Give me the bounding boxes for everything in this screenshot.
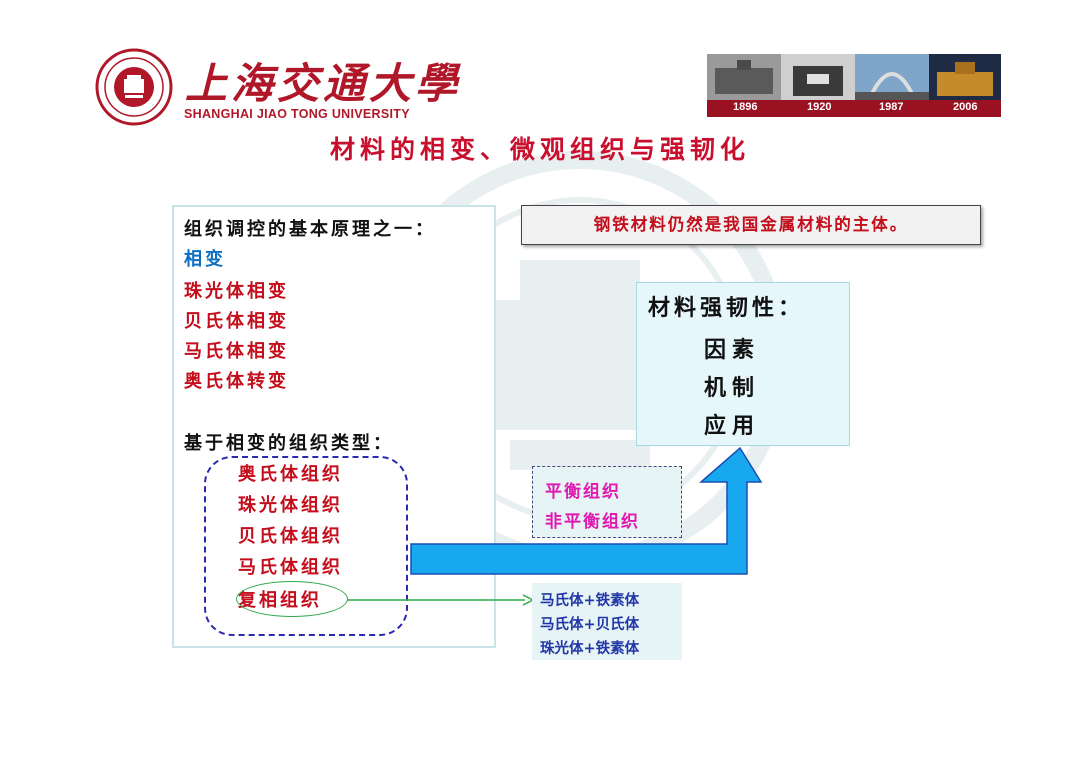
university-name-en: SHANGHAI JIAO TONG UNIVERSITY: [184, 107, 410, 121]
strength-item: 机制: [704, 375, 761, 401]
strength-item: 因素: [704, 337, 761, 363]
transformation-item: 马氏体相变: [184, 341, 289, 362]
duplex-item: 珠光体+铁素体: [540, 640, 640, 657]
year-label: 1896: [733, 101, 758, 113]
strength-title: 材料强韧性：: [648, 295, 805, 321]
arrow-up-right-icon: [410, 446, 763, 575]
arrow-right-icon: [347, 594, 535, 606]
types-heading: 基于相变的组织类型：: [184, 433, 394, 454]
history-photo-strip: 1896 1920 1987 2006: [707, 54, 1001, 117]
strength-item: 应用: [704, 413, 761, 439]
phase-change-label: 相变: [184, 249, 226, 270]
duplex-highlight-ellipse: [236, 581, 348, 617]
equilibrium-item: 平衡组织: [545, 482, 621, 502]
strength-toughness-box: [636, 282, 850, 446]
type-item: 奥氏体组织: [238, 464, 343, 485]
campus-photo-1920: [781, 54, 855, 100]
equilibrium-item: 非平衡组织: [545, 512, 640, 532]
type-item: 马氏体组织: [238, 557, 343, 578]
notice-box: 钢铁材料仍然是我国金属材料的主体。: [521, 205, 981, 245]
transformation-item: 贝氏体相变: [184, 311, 289, 332]
campus-photo-1987: [855, 54, 929, 100]
duplex-item: 马氏体+铁素体: [540, 592, 640, 609]
university-seal-icon: [95, 48, 173, 126]
transformation-item: 奥氏体转变: [184, 371, 289, 392]
type-item: 贝氏体组织: [238, 526, 343, 547]
slide-title: 材料的相变、微观组织与强韧化: [329, 135, 750, 164]
microstructure-types-box: [204, 456, 408, 636]
type-item: 珠光体组织: [238, 495, 343, 516]
year-label: 2006: [953, 101, 978, 113]
campus-photo-1896: [707, 54, 781, 100]
year-label: 1920: [807, 101, 832, 113]
principle-text: 组织调控的基本原理之一：: [184, 219, 436, 240]
transformation-item: 珠光体相变: [184, 281, 289, 302]
equilibrium-box: [532, 466, 682, 538]
duplex-examples-box: [532, 583, 682, 660]
year-bar: 1896 1920 1987 2006: [707, 100, 1001, 117]
university-name-cn: 上海交通大學: [185, 59, 462, 108]
year-label: 1987: [879, 101, 904, 113]
duplex-item: 马氏体+贝氏体: [540, 616, 640, 633]
campus-photo-2006: [929, 54, 1001, 100]
